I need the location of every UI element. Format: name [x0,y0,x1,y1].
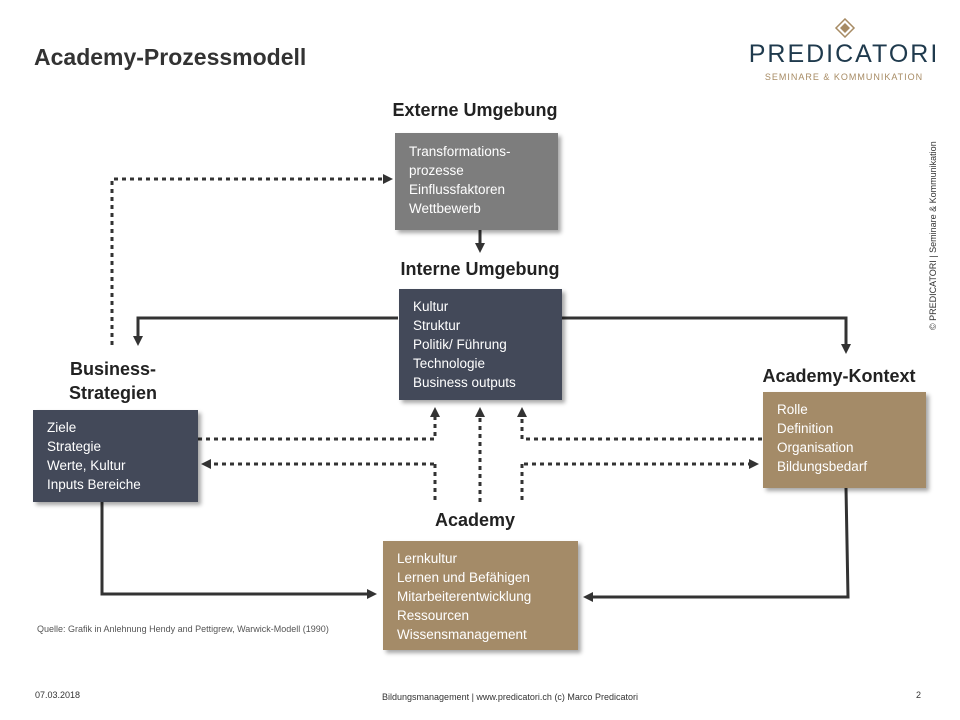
list-item: Struktur [413,318,461,333]
list-item: Werte, Kultur [47,458,126,473]
arrow-intern-to-kontext [562,316,851,354]
arrow-left-to-intern [430,407,440,441]
list-item: Rolle [777,402,808,417]
heading-business: Business- Strategien [38,357,188,405]
arrow-intern-to-business [133,316,398,346]
heading-externe: Externe Umgebung [392,100,558,120]
list-item: Definition [777,421,834,436]
list-item: Ressourcen [397,608,470,623]
footer-date: 07.03.2018 [35,690,81,700]
heading-kontext: Academy-Kontext [762,366,916,386]
source-note: Quelle: Grafik in Anlehnung Hendy and Pe… [37,624,329,634]
footer-page-number: 2 [916,690,922,700]
list-item: Technologie [413,356,486,371]
list-item: Transformations- [409,144,511,159]
list-item: Kultur [413,299,449,314]
heading-interne: Interne Umgebung [400,259,560,279]
box-business-strategien: Ziele Strategie Werte, Kultur Inputs Ber… [33,410,198,502]
list-item: Lernen und Befähigen [397,570,530,585]
arrow-kontext-to-academy [583,487,850,602]
list-item: Wissensmanagement [397,627,527,642]
page-title: Academy-Prozessmodell [34,44,307,70]
arrow-business-to-extern [110,174,393,345]
list-item: prozesse [409,163,464,178]
heading-academy: Academy [434,510,516,530]
arrow-business-to-academy [100,502,377,599]
footer-center: Bildungsmanagement | www.predicatori.ch … [382,692,638,702]
list-item: Business outputs [413,375,516,390]
box-interne-umgebung: Kultur Struktur Politik/ Führung Technol… [399,289,562,400]
logo-diamond-icon [834,18,856,38]
logo-subtitle: SEMINARE & KOMMUNIKATION [764,72,924,82]
list-item: Mitarbeiterentwicklung [397,589,532,604]
list-item: Ziele [47,420,77,435]
heading-business-line2: Strategien [68,383,158,403]
list-item: Bildungsbedarf [777,459,868,474]
box-externe-umgebung: Transformations- prozesse Einflussfaktor… [395,133,558,230]
list-item: Organisation [777,440,854,455]
list-item: Strategie [47,439,102,454]
logo-name: PREDICATORI [748,40,940,68]
heading-business-line1: Business- [69,359,157,379]
list-item: Lernkultur [397,551,458,566]
box-academy-kontext: Rolle Definition Organisation Bildungsbe… [763,392,926,488]
box-academy: Lernkultur Lernen und Befähigen Mitarbei… [383,541,578,650]
list-item: Politik/ Führung [413,337,507,352]
list-item: Inputs Bereiche [47,477,141,492]
arrow-kontext-to-intern [517,407,762,441]
list-item: Einflussfaktoren [409,182,506,197]
list-item: Wettbewerb [409,201,481,216]
